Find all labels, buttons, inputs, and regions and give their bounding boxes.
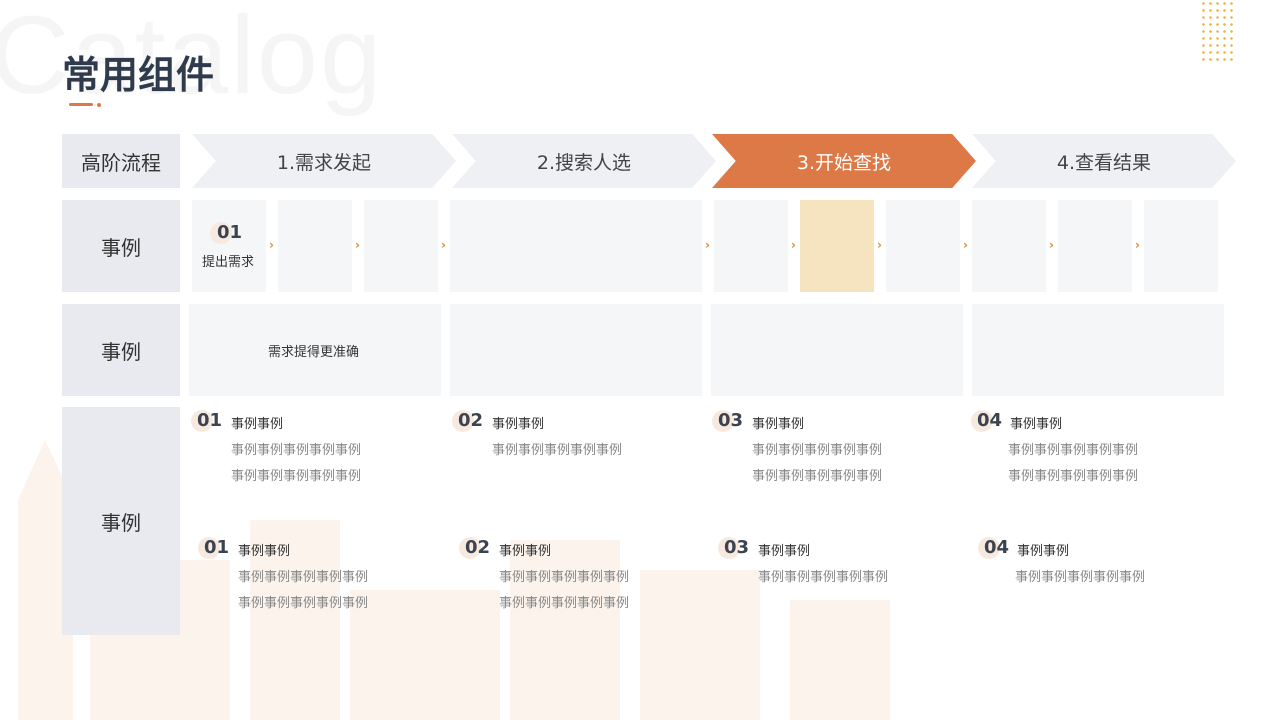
row-label-example-3: 事例 bbox=[62, 407, 180, 635]
item-text-line: 事例事例事例事例事例 bbox=[238, 596, 369, 611]
item-text-line: 事例事例事例事例事例 bbox=[1008, 469, 1139, 484]
row-label-example-1: 事例 bbox=[62, 200, 180, 292]
example-card[interactable] bbox=[278, 200, 352, 292]
step-arrow-2[interactable]: 2.搜索人选 bbox=[452, 134, 716, 188]
number-circle bbox=[191, 410, 213, 432]
number-circle bbox=[452, 410, 474, 432]
item-text-line: 事例事例事例事例事例 bbox=[499, 596, 630, 611]
item-text-line: 事例事例事例事例事例 bbox=[758, 570, 889, 585]
chevron-right-icon: › bbox=[269, 238, 274, 252]
number-circle bbox=[712, 410, 734, 432]
example-card-highlighted[interactable] bbox=[800, 200, 874, 292]
example-card-wide[interactable] bbox=[450, 200, 702, 292]
example-card[interactable] bbox=[1144, 200, 1218, 292]
item-text-line: 事例事例事例事例事例 bbox=[492, 443, 623, 458]
card-number: 01 bbox=[217, 222, 243, 243]
item-number: 03 bbox=[724, 537, 750, 558]
title-underline-accent bbox=[69, 103, 93, 106]
item-text-line: 事例事例事例事例事例 bbox=[231, 443, 362, 458]
number-circle bbox=[459, 537, 481, 559]
chevron-right-icon: › bbox=[877, 238, 882, 252]
item-text-line: 事例事例事例事例事例 bbox=[752, 443, 883, 458]
step-arrow-4[interactable]: 4.查看结果 bbox=[972, 134, 1236, 188]
chevron-right-icon: › bbox=[791, 238, 796, 252]
chevron-right-icon: › bbox=[1049, 238, 1054, 252]
example-card-wide[interactable] bbox=[972, 304, 1224, 396]
card-label: 提出需求 bbox=[202, 255, 255, 270]
example-card[interactable] bbox=[364, 200, 438, 292]
item-text-line: 事例事例事例事例事例 bbox=[1015, 570, 1146, 585]
chevron-right-icon: › bbox=[441, 238, 446, 252]
example-card-wide[interactable] bbox=[450, 304, 702, 396]
chevron-right-icon: › bbox=[1135, 238, 1140, 252]
item-text-line: 事例事例事例事例事例 bbox=[1008, 443, 1139, 458]
example-card[interactable] bbox=[1058, 200, 1132, 292]
example-card[interactable] bbox=[192, 200, 266, 292]
item-text-line: 事例事例事例事例事例 bbox=[231, 469, 362, 484]
item-number: 04 bbox=[977, 410, 1003, 431]
title-accent-dot bbox=[97, 103, 101, 107]
item-number: 02 bbox=[458, 410, 484, 431]
item-number: 03 bbox=[718, 410, 744, 431]
example-card[interactable] bbox=[714, 200, 788, 292]
example-card[interactable] bbox=[886, 200, 960, 292]
item-title: 事例事例 bbox=[758, 544, 811, 559]
chevron-right-icon: › bbox=[355, 238, 360, 252]
item-number: 02 bbox=[465, 537, 491, 558]
chevron-right-icon: › bbox=[705, 238, 710, 252]
row-label-example-2: 事例 bbox=[62, 304, 180, 396]
item-title: 事例事例 bbox=[499, 544, 552, 559]
example-card-wide[interactable] bbox=[189, 304, 441, 396]
card-label: 需求提得更准确 bbox=[268, 345, 360, 360]
step-arrow-3-active[interactable]: 3.开始查找 bbox=[712, 134, 976, 188]
item-title: 事例事例 bbox=[492, 417, 545, 432]
item-number: 04 bbox=[984, 537, 1010, 558]
page-title: 常用组件 bbox=[62, 53, 215, 97]
item-title: 事例事例 bbox=[238, 544, 291, 559]
number-circle bbox=[978, 537, 1000, 559]
number-circle bbox=[198, 537, 220, 559]
example-card[interactable] bbox=[972, 200, 1046, 292]
chevron-right-icon: › bbox=[963, 238, 968, 252]
item-title: 事例事例 bbox=[1010, 417, 1063, 432]
item-title: 事例事例 bbox=[752, 417, 805, 432]
row-label-process: 高阶流程 bbox=[62, 134, 180, 188]
number-circle bbox=[210, 222, 232, 244]
catalog-watermark: Catalog bbox=[0, 0, 384, 117]
item-title: 事例事例 bbox=[231, 417, 284, 432]
step-arrow-1[interactable]: 1.需求发起 bbox=[192, 134, 456, 188]
item-text-line: 事例事例事例事例事例 bbox=[238, 570, 369, 585]
example-card-wide[interactable] bbox=[711, 304, 963, 396]
number-circle bbox=[971, 410, 993, 432]
decorative-dot-grid bbox=[1200, 0, 1236, 64]
item-number: 01 bbox=[197, 410, 223, 431]
number-circle bbox=[718, 537, 740, 559]
item-text-line: 事例事例事例事例事例 bbox=[752, 469, 883, 484]
item-text-line: 事例事例事例事例事例 bbox=[499, 570, 630, 585]
item-title: 事例事例 bbox=[1017, 544, 1070, 559]
item-number: 01 bbox=[204, 537, 230, 558]
